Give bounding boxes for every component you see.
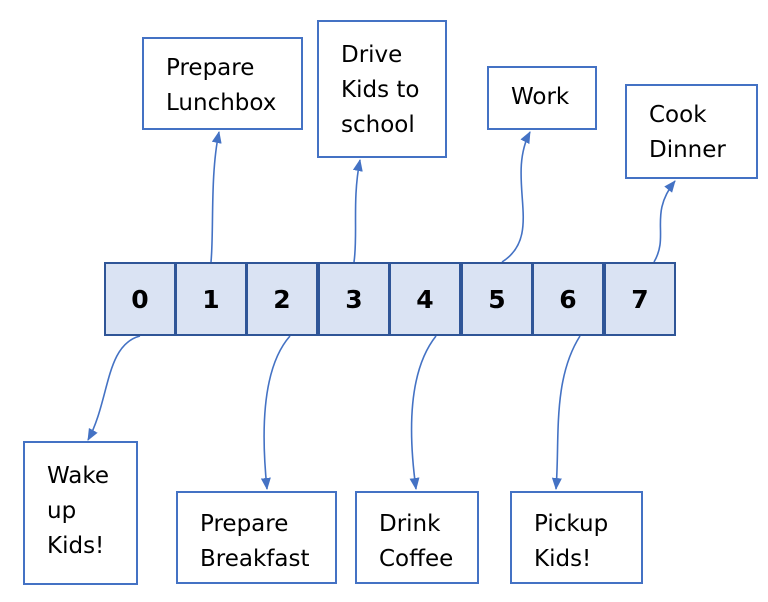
task-box-prepare-lunchbox: Prepare Lunchbox [142,37,303,130]
task-box-drink-coffee: Drink Coffee [355,491,479,584]
task-box-cook-dinner: Cook Dinner [625,84,758,179]
task-box-wake-up: Wake up Kids! [23,441,138,585]
array-cell-4: 4 [389,262,461,336]
arrow-7-cook-dinner [653,180,676,263]
array-cell-6: 6 [532,262,604,336]
array-cell-0: 0 [104,262,176,336]
task-box-work: Work [487,66,597,130]
arrow-0-wake-up [87,335,141,441]
task-box-pickup-kids: Pickup Kids! [510,491,643,584]
arrow-1-prepare-lunchbox [210,131,222,263]
arrow-6-pickup-kids [551,335,581,490]
arrow-2-prepare-breakfast [260,335,291,490]
arrow-4-drink-coffee [409,335,437,490]
task-box-drive-kids: Drive Kids to school [317,20,447,158]
array-cell-1: 1 [175,262,247,336]
arrow-3-drive-kids [352,159,363,263]
arrow-5-work [501,131,531,263]
array-cell-7: 7 [604,262,676,336]
task-box-prepare-breakfast: Prepare Breakfast [176,491,337,584]
array-cell-3: 3 [318,262,390,336]
array-cell-5: 5 [461,262,533,336]
array-cell-2: 2 [246,262,318,336]
